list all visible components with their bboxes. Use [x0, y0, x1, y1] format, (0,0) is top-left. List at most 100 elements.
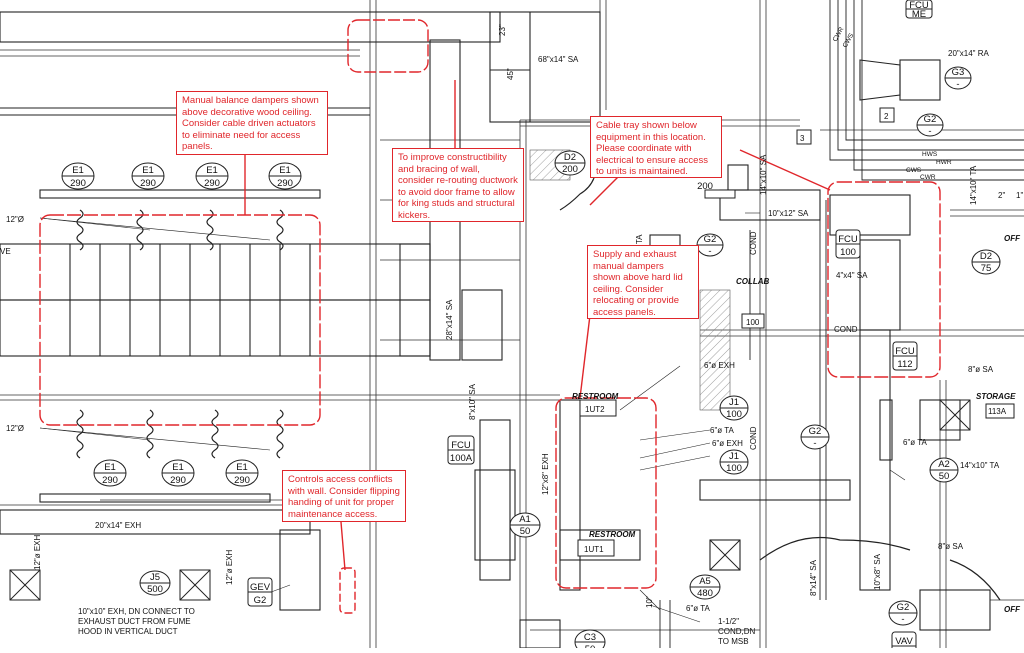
tag-value: - — [901, 614, 904, 625]
tag-label: A1 — [519, 514, 531, 525]
duct-size-label: 6"ø TA — [686, 604, 711, 613]
room-name: RESTROOM — [589, 530, 636, 539]
markup-note-cable-tray: Cable tray shown below equipment in this… — [590, 116, 722, 178]
duct-size-label: 6"ø TA — [710, 426, 735, 435]
markup-note-reroute-duct: To improve constructibility and bracing … — [392, 148, 524, 222]
tag-label: FCU — [451, 440, 471, 451]
pipe-label: CWR — [920, 174, 936, 181]
tag-label: J1 — [729, 451, 739, 462]
pipe-note: TO MSB — [718, 637, 749, 646]
duct-size-label: 20"x14" EXH — [95, 521, 141, 530]
keynote: 2 — [884, 112, 889, 121]
room-name: OFF — [1004, 605, 1021, 614]
duct-size-label: 10" — [645, 596, 654, 608]
tag-value: ME — [912, 9, 926, 20]
tag-label: E1 — [72, 165, 84, 176]
tag-value: 100 — [726, 409, 742, 420]
duct-size-label: 6"ø TA — [903, 438, 928, 447]
exhaust-note: 10"x10" EXH, DN CONNECT TO — [78, 607, 195, 616]
tag-label: G2 — [897, 602, 910, 613]
pipe-size: 2" — [998, 191, 1005, 200]
tag-label: C3 — [584, 632, 596, 643]
tag-value: 100 — [840, 247, 856, 258]
exhaust-note: EXHAUST DUCT FROM FUME — [78, 617, 191, 626]
tag-value: - — [813, 438, 816, 449]
duct-size-label: 10"x12" SA — [768, 209, 809, 218]
room-number: 113A — [988, 407, 1007, 416]
duct-size-label: 6"ø EXH — [704, 361, 735, 370]
room-number: 100 — [746, 318, 760, 327]
tag-value: 480 — [697, 588, 713, 599]
tag-value: - — [708, 246, 711, 257]
tag-value: 290 — [204, 178, 220, 189]
tag-value: 50 — [939, 471, 950, 482]
duct-size-label: VE — [0, 247, 11, 256]
tag-value: - — [928, 126, 931, 137]
tag-label: A5 — [699, 576, 711, 587]
tag-label: G2 — [924, 114, 937, 125]
tag-value: 290 — [70, 178, 86, 189]
fcu-boxes — [247, 0, 1015, 653]
duct-size-label: 8"ø SA — [938, 542, 964, 551]
tag-value: 200 — [562, 164, 578, 175]
pipe-note: COND,DN — [718, 627, 756, 636]
duct-size-label: 12"Ø — [6, 215, 24, 224]
duct-size-label: 14"x10" SA — [759, 154, 768, 195]
revision-clouds — [39, 19, 941, 614]
tag-label: J1 — [729, 397, 739, 408]
diffusers — [9, 399, 971, 601]
tag-value: 50 — [520, 526, 531, 537]
tag-value: 290 — [170, 475, 186, 486]
tag-value: 100A — [450, 453, 473, 464]
room-name: COLLAB — [736, 277, 770, 286]
keynote: 3 — [800, 134, 805, 143]
tag-value: G2 — [254, 595, 267, 606]
duct-size-label: 6"ø EXH — [712, 439, 743, 448]
tag-label: E1 — [172, 462, 184, 473]
duct-size-label: 45" — [506, 68, 515, 80]
tag-label: E1 — [206, 165, 218, 176]
leaders — [39, 212, 906, 623]
tag-label: FCU — [895, 346, 915, 357]
room-name: STORAGE — [976, 392, 1016, 401]
pipe-label: COND — [749, 231, 758, 255]
piping — [659, 0, 1024, 648]
pipe-label: COND — [749, 426, 758, 450]
tag-value: 500 — [147, 584, 163, 595]
tag-label: FCU — [909, 0, 929, 11]
duct-size-label: 20"x14" RA — [948, 49, 989, 58]
duct-size-label: 12"ø EXH — [225, 549, 234, 585]
markup-note-controls-access: Controls access conflicts with wall. Con… — [282, 470, 406, 522]
markup-note-hard-lid: Supply and exhaust manual dampers shown … — [587, 245, 699, 319]
pipe-label: HWS — [922, 151, 938, 158]
duct-labels: 68"x14" SA 23" 45" 12"Ø 12"Ø VE 28"x14" … — [0, 24, 1023, 646]
room-number: 1UT2 — [585, 405, 605, 414]
tag-label: D2 — [980, 251, 992, 262]
tag-label: G3 — [952, 67, 965, 78]
pipe-label: COND — [834, 325, 858, 334]
duct-size-label: 10"x8" SA — [873, 553, 882, 590]
tag-value: 290 — [234, 475, 250, 486]
duct-size-label: 12"ø EXH — [33, 534, 42, 570]
duct-size-label: 28"x14" SA — [445, 299, 454, 340]
tag-value: 290 — [140, 178, 156, 189]
tag-label: G2 — [704, 234, 717, 245]
tag-value: 290 — [277, 178, 293, 189]
markup-note-dampers: Manual balance dampers shown above decor… — [176, 91, 328, 155]
tag-label: E1 — [279, 165, 291, 176]
duct-size-label: 68"x14" SA — [538, 55, 579, 64]
tag-value: 100 — [726, 463, 742, 474]
tag-value: 112 — [897, 359, 912, 370]
pipe-size: 1" — [1016, 191, 1023, 200]
duct-size-label: 4"x4" SA — [836, 271, 868, 280]
duct-size-label: 12"Ø — [6, 424, 24, 433]
tag-label: E1 — [104, 462, 116, 473]
duct-size-label: 8"ø SA — [968, 365, 994, 374]
room-name: OFF — [1004, 234, 1021, 243]
tag-label: A2 — [938, 459, 950, 470]
tag-label: D2 — [564, 152, 576, 163]
